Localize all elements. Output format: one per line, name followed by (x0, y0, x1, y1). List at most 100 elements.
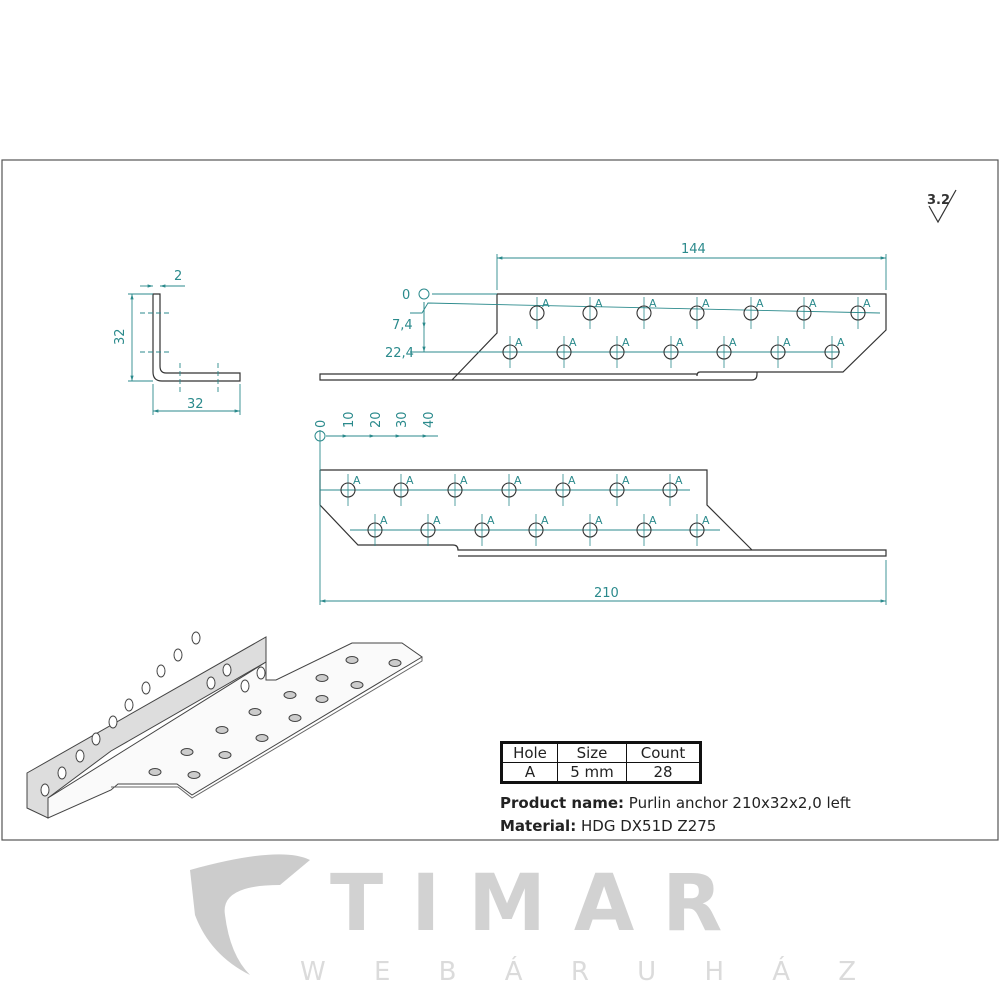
hole: A (770, 336, 791, 368)
hole-label: A (649, 297, 657, 310)
iso-hole (187, 771, 201, 779)
hole-label: A (622, 474, 630, 487)
iso-hole (91, 732, 101, 746)
hole: A (609, 336, 630, 368)
hole: A (582, 297, 603, 329)
hole-label: A (515, 336, 523, 349)
dim-bottom-ordinate: 30 (395, 411, 410, 428)
iso-hole (345, 656, 359, 664)
hole-label: A (380, 514, 388, 527)
hole-label: A (729, 336, 737, 349)
iso-hole (288, 714, 302, 722)
dim-top-ordinate: 7,4 (392, 318, 413, 333)
hole-label: A (863, 297, 871, 310)
hole-label: A (783, 336, 791, 349)
hole-label: A (595, 297, 603, 310)
hole: A (689, 514, 710, 546)
iso-hole (315, 695, 329, 703)
isometric-view (26, 631, 423, 819)
iso-hole (388, 659, 402, 667)
dim-bottom-ordinate: 0 (314, 420, 329, 428)
hole-label: A (568, 474, 576, 487)
hole-label: A (353, 474, 361, 487)
iso-hole (255, 734, 269, 742)
cell-size: 5 mm (557, 762, 627, 783)
iso-hole (215, 726, 229, 734)
hole-label: A (569, 336, 577, 349)
product-name-value: Purlin anchor 210x32x2,0 left (628, 794, 851, 812)
hole: A (850, 297, 871, 329)
product-name: Product name: Purlin anchor 210x32x2,0 l… (500, 794, 851, 812)
hole-label: A (756, 297, 764, 310)
dim-thickness: 2 (174, 269, 182, 284)
hole: A (340, 474, 361, 506)
hole: A (689, 297, 710, 329)
cell-count: 28 (626, 762, 701, 783)
iso-hole (173, 648, 183, 662)
header-count: Count (626, 742, 701, 763)
dim-top-ordinate: 22,4 (385, 346, 414, 361)
iso-hole (124, 698, 134, 712)
iso-hole (148, 768, 162, 776)
iso-hole (108, 715, 118, 729)
hole-label: A (433, 514, 441, 527)
dim-bottom-ordinate: 40 (422, 411, 437, 428)
iso-hole (57, 766, 67, 780)
hole: A (393, 474, 414, 506)
dim-height: 32 (113, 328, 128, 345)
dim-bottom-length: 210 (594, 586, 619, 601)
hole: A (447, 474, 468, 506)
dim-top-ordinate: 0 (402, 288, 410, 303)
hole-label: A (487, 514, 495, 527)
iso-hole (180, 748, 194, 756)
hole-table: Hole Size Count A 5 mm 28 (500, 741, 702, 784)
hole: A (528, 514, 549, 546)
iso-hole (222, 663, 232, 677)
hole: A (824, 336, 845, 368)
material-value: HDG DX51D Z275 (580, 817, 717, 835)
hole-label: A (702, 297, 710, 310)
iso-hole (156, 664, 166, 678)
hole-label: A (837, 336, 845, 349)
hole-label: A (542, 297, 550, 310)
hole-label: A (460, 474, 468, 487)
iso-hole (75, 749, 85, 763)
table-header-row: Hole Size Count (501, 742, 701, 763)
hole: A (529, 297, 550, 329)
hole: A (663, 336, 684, 368)
iso-hole (218, 751, 232, 759)
iso-hole (141, 681, 151, 695)
dim-bottom-ordinate: 20 (369, 411, 384, 428)
hole: A (662, 474, 683, 506)
hole-label: A (622, 336, 630, 349)
iso-hole (350, 681, 364, 689)
iso-hole (315, 674, 329, 682)
drawing-frame (1, 159, 999, 841)
material: Material: HDG DX51D Z275 (500, 817, 716, 835)
iso-hole (248, 708, 262, 716)
hole: A (474, 514, 495, 546)
watermark-subtitle: W E B Á R U H Á Z (300, 955, 876, 987)
iso-hole (191, 631, 201, 645)
iso-hole (240, 679, 250, 693)
hole: A (636, 514, 657, 546)
header-size: Size (557, 742, 627, 763)
hole-label: A (514, 474, 522, 487)
hole: A (420, 514, 441, 546)
dim-width: 32 (187, 397, 204, 412)
cell-hole: A (501, 762, 558, 783)
hole-label: A (595, 514, 603, 527)
hole: A (609, 474, 630, 506)
hole: A (555, 474, 576, 506)
dim-bottom-ordinate: 10 (342, 411, 357, 428)
hole-label: A (406, 474, 414, 487)
hole: A (636, 297, 657, 329)
hole-label: A (702, 514, 710, 527)
hole: A (716, 336, 737, 368)
iso-hole (40, 783, 50, 797)
watermark-shield-logo (190, 854, 310, 975)
hole: A (582, 514, 603, 546)
table-row: A 5 mm 28 (501, 762, 701, 783)
